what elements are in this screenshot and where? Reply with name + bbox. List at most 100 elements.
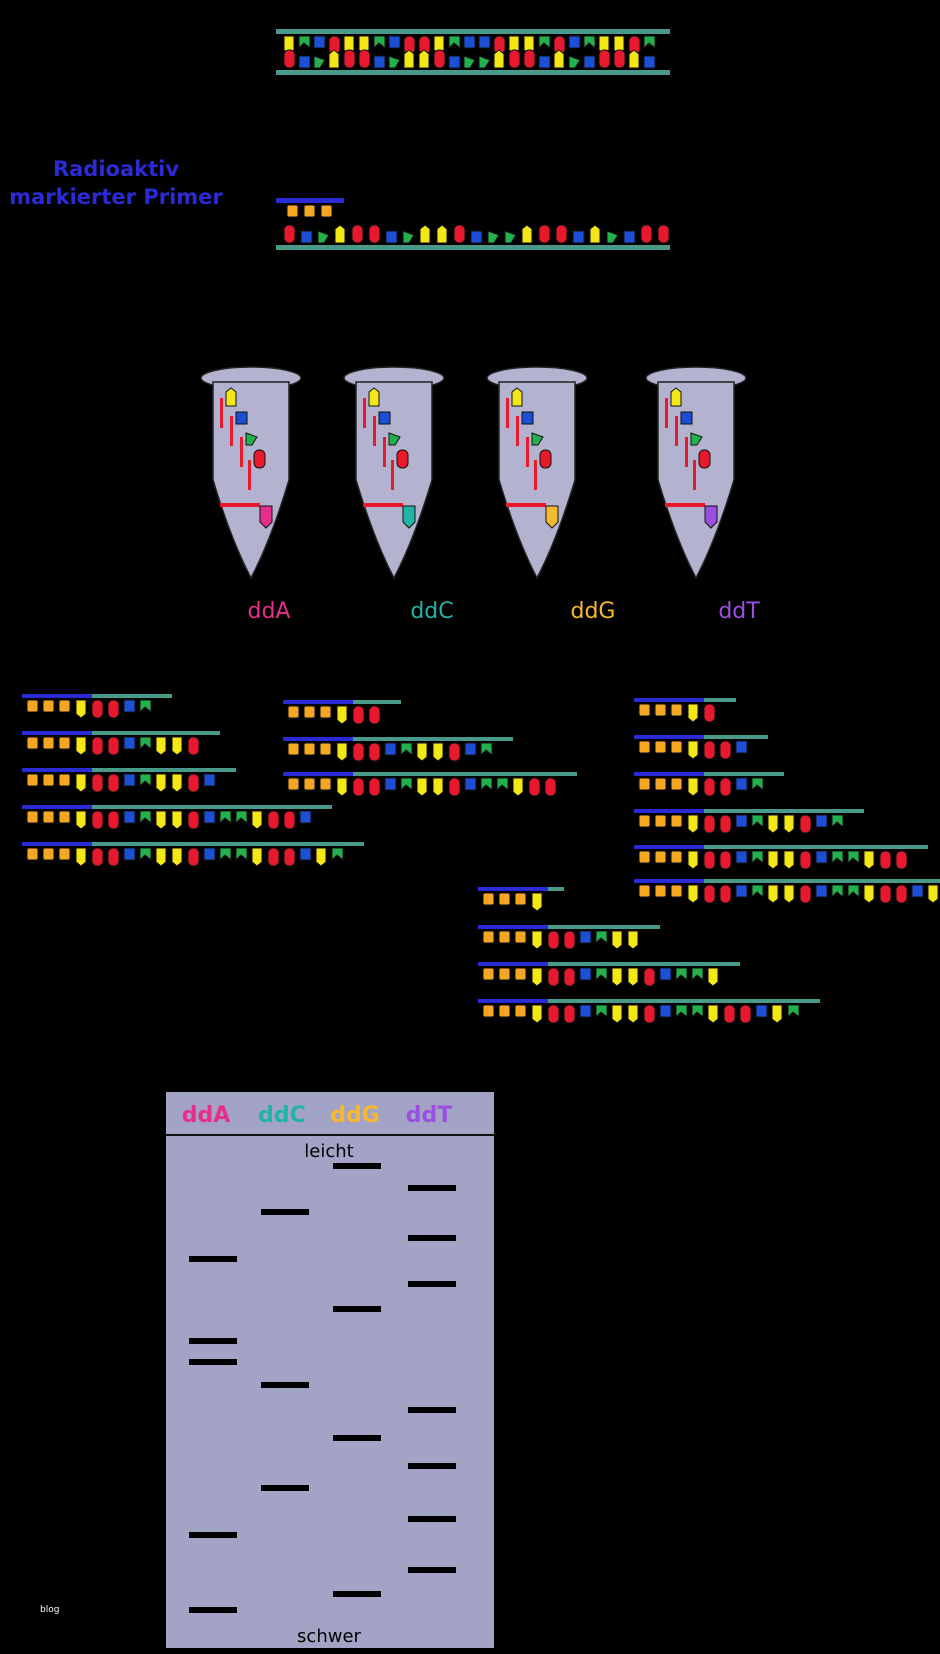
base-a — [91, 773, 104, 793]
gel-band — [408, 1407, 456, 1413]
base-c — [659, 1004, 672, 1018]
base-c — [313, 35, 326, 49]
base-t — [687, 814, 699, 834]
base-t — [687, 703, 699, 723]
base-primer — [42, 699, 55, 713]
base-c — [643, 55, 656, 69]
base-t — [368, 387, 380, 407]
base-primer — [514, 892, 527, 906]
base-a — [895, 884, 908, 904]
base-t — [416, 777, 428, 797]
base-g — [643, 35, 656, 50]
base-primer — [638, 814, 651, 828]
base-c — [385, 230, 398, 244]
base-a — [555, 224, 568, 244]
base-a — [91, 847, 104, 867]
fragment-strand — [548, 887, 564, 891]
base-c — [538, 55, 551, 69]
base-t — [611, 967, 623, 987]
base-primer — [654, 850, 667, 864]
fragment-primer — [634, 735, 704, 739]
base-a — [879, 884, 892, 904]
base-t — [589, 224, 601, 244]
template-dna-double-strand — [276, 29, 670, 75]
nucleotide-stack — [693, 460, 696, 490]
base-t — [334, 224, 346, 244]
base-c — [755, 1004, 768, 1018]
nucleotide-stack — [665, 398, 668, 428]
base-c — [378, 411, 391, 425]
fragment-primer — [634, 698, 704, 702]
base-t — [627, 1004, 639, 1024]
base-t — [627, 967, 639, 987]
base-g — [751, 777, 764, 792]
base-c — [579, 930, 592, 944]
template-single-strand-with-primer — [276, 198, 670, 250]
base-t — [627, 930, 639, 950]
base-a — [91, 810, 104, 830]
base-c — [203, 847, 216, 861]
base-g — [538, 35, 551, 50]
base-c — [735, 777, 748, 791]
base-t — [767, 884, 779, 904]
base-t — [416, 742, 428, 762]
tube-label-dda: ddA — [248, 599, 291, 624]
base-t — [75, 773, 87, 793]
base-primer — [58, 736, 71, 750]
base-g — [675, 967, 688, 982]
base-c — [623, 230, 636, 244]
gel-band — [189, 1359, 237, 1365]
fragment-primer — [283, 737, 353, 741]
base-g — [595, 967, 608, 982]
base-t — [418, 49, 430, 69]
base-a — [528, 777, 541, 797]
base-c — [299, 810, 312, 824]
base-t — [155, 736, 167, 756]
base-c — [735, 814, 748, 828]
tube-label-ddg: ddG — [571, 599, 616, 624]
base-a — [719, 850, 732, 870]
base-g — [595, 930, 608, 945]
base-a — [91, 699, 104, 719]
base-primer — [638, 777, 651, 791]
base-a — [187, 810, 200, 830]
base-t — [611, 930, 623, 950]
fragment-primer — [478, 887, 548, 891]
gel-band — [333, 1163, 381, 1169]
base-t — [155, 773, 167, 793]
base-primer — [42, 847, 55, 861]
base-g — [219, 847, 232, 862]
base-t — [707, 1004, 719, 1024]
base-t — [531, 892, 543, 912]
nucleotide-stack — [373, 416, 376, 446]
base-c — [572, 230, 585, 244]
base-c — [123, 736, 136, 750]
base-g — [388, 432, 401, 446]
base-g — [504, 230, 517, 244]
base-g — [691, 1004, 704, 1019]
gel-band — [333, 1435, 381, 1441]
primer-strand — [276, 198, 344, 203]
base-c — [583, 55, 596, 69]
base-c — [299, 847, 312, 861]
base-a — [563, 967, 576, 987]
gel-band — [189, 1256, 237, 1262]
base-a — [643, 1004, 656, 1024]
fragment-strand — [92, 694, 172, 698]
fragment-strand — [548, 962, 740, 966]
gel-band — [408, 1185, 456, 1191]
base-a — [698, 449, 711, 469]
fragment-strand — [704, 698, 736, 702]
base-t — [521, 224, 533, 244]
gel-background — [166, 1092, 494, 1648]
gel-bands — [189, 1163, 456, 1613]
base-t — [767, 850, 779, 870]
base-c — [235, 411, 248, 425]
base-primer — [319, 742, 332, 756]
base-a — [547, 1004, 560, 1024]
base-a — [723, 1004, 736, 1024]
gel-band — [408, 1567, 456, 1573]
base-g — [690, 432, 703, 446]
base-primer — [303, 777, 316, 791]
